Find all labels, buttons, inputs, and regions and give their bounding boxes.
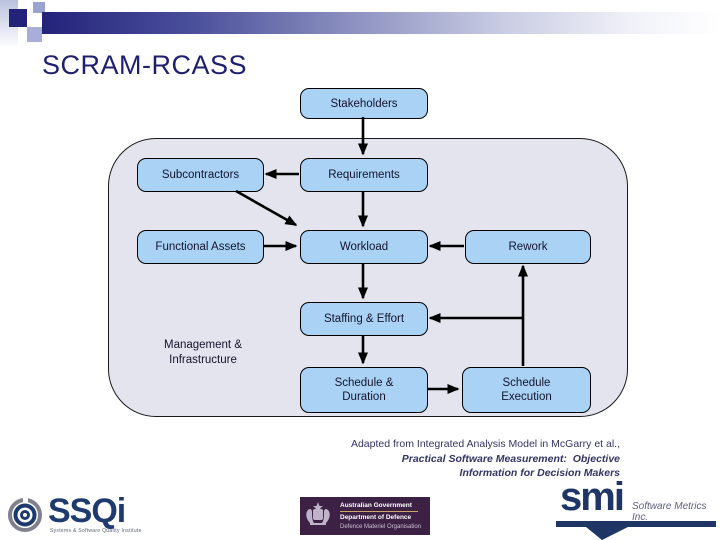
attribution-line-2: Practical Software Measurement: Objectiv… (401, 452, 620, 465)
attribution-text: Adapted from Integrated Analysis Model i… (351, 437, 620, 481)
ssqi-swirl-icon (8, 496, 42, 532)
node-workload: Workload (300, 230, 428, 264)
ssqi-tagline: Systems & Software Quality Institute (50, 528, 142, 534)
defence-line-2: Department of Defence (340, 513, 412, 521)
node-requirements: Requirements (300, 158, 428, 192)
attribution-line-1: Adapted from Integrated Analysis Model i… (350, 438, 620, 450)
defence-line-1: Australian Government (340, 501, 412, 509)
defence-line-3: Defence Materiel Organisation (340, 523, 422, 530)
defence-separator (340, 510, 418, 512)
defence-text-block: Australian Government Department of Defe… (340, 502, 421, 531)
ssqi-logo: SSQi Systems & Software Quality Institut… (6, 494, 156, 540)
node-stakeholders: Stakeholders (300, 88, 428, 119)
node-functional-assets: Functional Assets (137, 230, 264, 264)
node-schedule-execution: Schedule Execution (462, 367, 591, 413)
defence-crest-icon (306, 502, 330, 525)
label-management-infrastructure: Management & Infrastructure (164, 339, 242, 366)
node-schedule-duration: Schedule & Duration (300, 367, 428, 413)
header-small-square-top (33, 2, 45, 13)
header-small-square-mid (27, 27, 42, 42)
node-subcontractors: Subcontractors (137, 158, 264, 192)
smi-logo: smi Software Metrics Inc. (556, 477, 718, 540)
attribution-line-3: Information for Decision Makers (459, 467, 620, 479)
header-navy-square (9, 9, 27, 27)
smi-wordmark: smi (560, 475, 625, 519)
smi-tagline: Software Metrics Inc. (632, 501, 707, 523)
defence-logo: Australian Government Department of Defe… (300, 497, 430, 535)
node-rework: Rework (465, 230, 591, 264)
ssqi-wordmark: SSQi (48, 492, 126, 530)
node-staffing-effort: Staffing & Effort (300, 302, 428, 336)
smi-underline-graphic (556, 521, 716, 540)
slide-title: SCRAM-RCASS (42, 50, 248, 80)
header-gradient-bar (42, 12, 720, 34)
